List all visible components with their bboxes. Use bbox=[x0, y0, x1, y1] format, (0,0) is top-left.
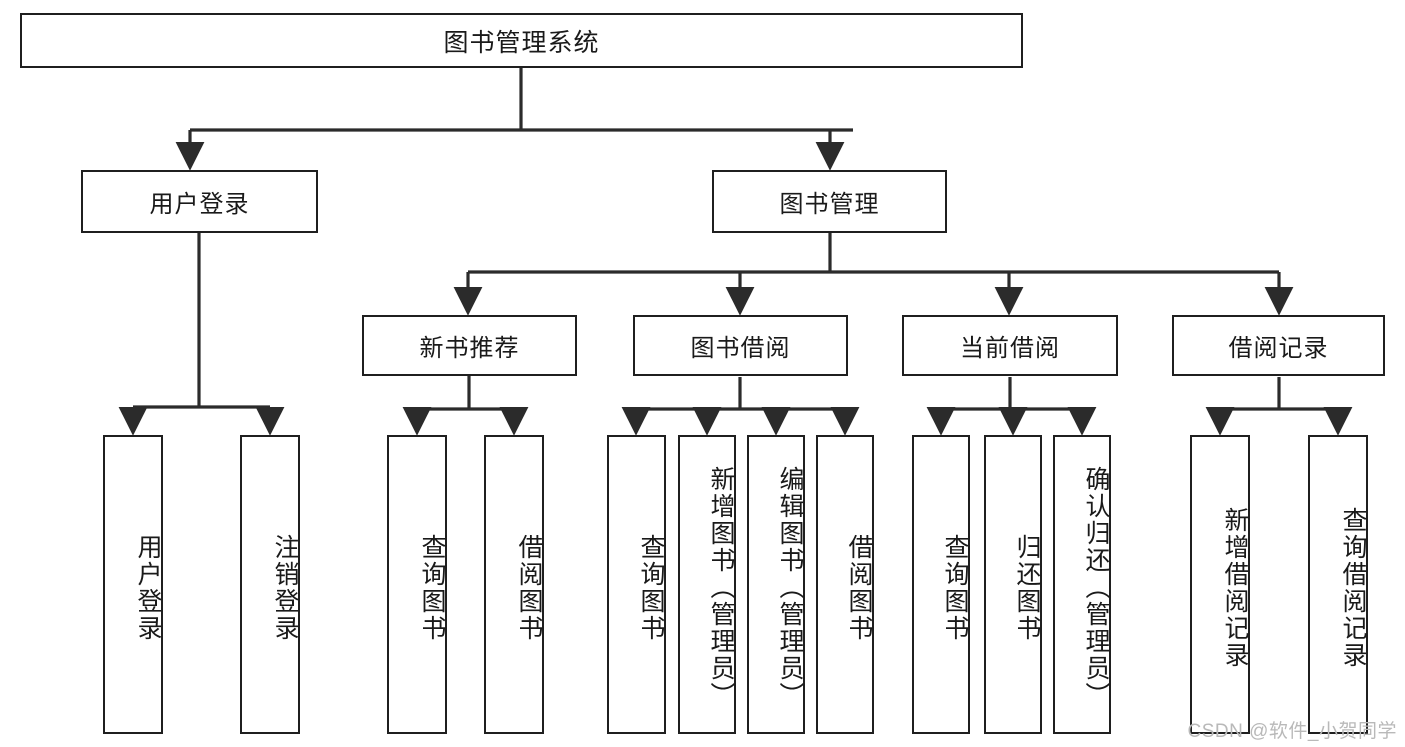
node-book-management[interactable]: 图书管理 bbox=[712, 170, 947, 233]
leaf-user-login-label: 用户登录 bbox=[134, 533, 162, 642]
leaf-lend-book[interactable]: 借阅图书 bbox=[816, 435, 874, 734]
leaf-edit-book-admin[interactable]: 编辑图书（管理员） bbox=[747, 435, 805, 734]
node-borrow-records-label: 借阅记录 bbox=[1228, 335, 1329, 362]
leaf-add-book-admin-label: 新增图书（管理员） bbox=[707, 466, 735, 709]
leaf-query-borrow-record[interactable]: 查询借阅记录 bbox=[1308, 435, 1368, 734]
leaf-edit-book-admin-label: 编辑图书（管理员） bbox=[776, 466, 804, 709]
leaf-query-books-newbook[interactable]: 查询图书 bbox=[387, 435, 447, 734]
node-book-borrow-label: 图书借阅 bbox=[690, 335, 791, 362]
leaf-return-book[interactable]: 归还图书 bbox=[984, 435, 1042, 734]
node-new-book-recommend[interactable]: 新书推荐 bbox=[362, 315, 577, 376]
node-user-login-label: 用户登录 bbox=[149, 191, 250, 218]
leaf-confirm-return-admin-label: 确认归还（管理员） bbox=[1082, 466, 1110, 709]
leaf-query-books-newbook-label: 查询图书 bbox=[418, 533, 446, 642]
node-book-borrow[interactable]: 图书借阅 bbox=[633, 315, 848, 376]
leaf-user-logout[interactable]: 注销登录 bbox=[240, 435, 300, 734]
leaf-query-books-borrow[interactable]: 查询图书 bbox=[607, 435, 666, 734]
leaf-query-books-borrow-label: 查询图书 bbox=[637, 533, 665, 642]
leaf-borrow-books-newbook[interactable]: 借阅图书 bbox=[484, 435, 544, 734]
node-user-login[interactable]: 用户登录 bbox=[81, 170, 318, 233]
leaf-add-borrow-record[interactable]: 新增借阅记录 bbox=[1190, 435, 1250, 734]
node-new-book-recommend-label: 新书推荐 bbox=[419, 335, 520, 362]
leaf-add-book-admin[interactable]: 新增图书（管理员） bbox=[678, 435, 736, 734]
node-root-label: 图书管理系统 bbox=[443, 28, 600, 57]
leaf-query-books-current[interactable]: 查询图书 bbox=[912, 435, 970, 734]
leaf-user-login[interactable]: 用户登录 bbox=[103, 435, 163, 734]
node-current-borrow[interactable]: 当前借阅 bbox=[902, 315, 1118, 376]
leaf-query-borrow-record-label: 查询借阅记录 bbox=[1339, 506, 1367, 669]
leaf-borrow-books-newbook-label: 借阅图书 bbox=[515, 533, 543, 642]
node-root[interactable]: 图书管理系统 bbox=[20, 13, 1023, 68]
leaf-add-borrow-record-label: 新增借阅记录 bbox=[1221, 506, 1249, 669]
node-current-borrow-label: 当前借阅 bbox=[960, 335, 1060, 362]
leaf-return-book-label: 归还图书 bbox=[1013, 533, 1041, 642]
leaf-confirm-return-admin[interactable]: 确认归还（管理员） bbox=[1053, 435, 1111, 734]
leaf-query-books-current-label: 查询图书 bbox=[941, 533, 969, 642]
node-borrow-records[interactable]: 借阅记录 bbox=[1172, 315, 1385, 376]
node-book-management-label: 图书管理 bbox=[779, 191, 880, 218]
leaf-user-logout-label: 注销登录 bbox=[271, 533, 299, 642]
leaf-lend-book-label: 借阅图书 bbox=[845, 533, 873, 642]
csdn-watermark: CSDN @软件_小贺同学 bbox=[1187, 721, 1397, 742]
